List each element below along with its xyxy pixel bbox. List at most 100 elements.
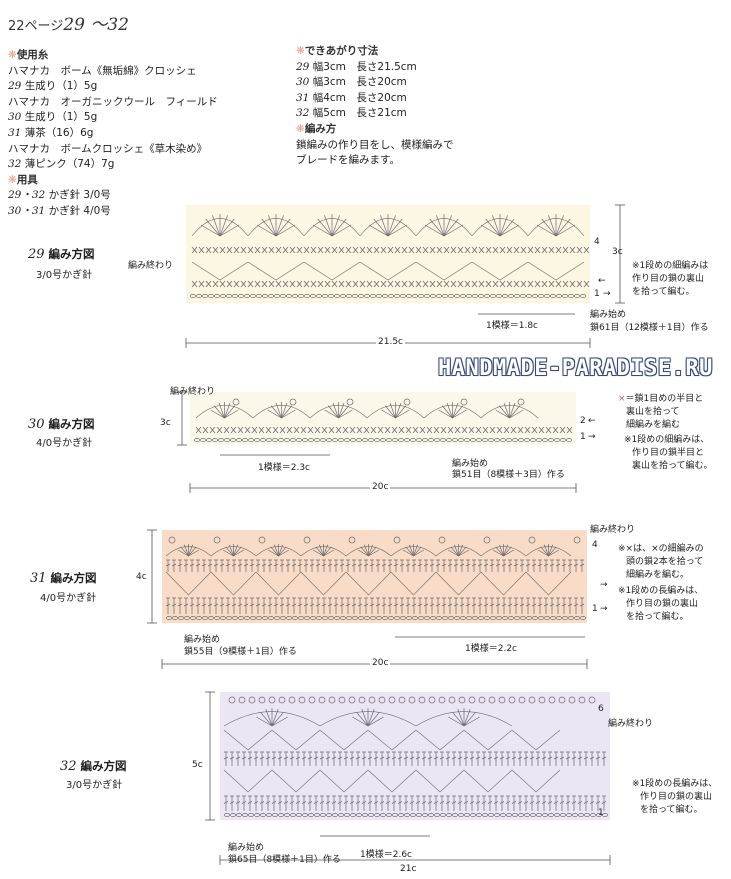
v-chain-line	[223, 769, 273, 793]
chain-stitch	[226, 294, 232, 298]
chain-stitch	[472, 616, 478, 620]
double-crochet-stitch	[529, 751, 535, 766]
chain-stitch	[464, 438, 470, 442]
single-crochet-stitch	[478, 246, 485, 254]
double-crochet-stitch	[495, 597, 501, 614]
single-crochet-stitch	[492, 280, 499, 288]
tool-line: 30・31 かぎ針 4/0号	[8, 204, 111, 217]
single-crochet-stitch	[359, 280, 366, 288]
fan-stitch	[331, 224, 352, 237]
chain-stitch	[436, 616, 442, 620]
chain-stitch	[344, 813, 350, 817]
fan-stitch	[485, 218, 501, 237]
picot-stitch	[328, 696, 336, 704]
single-crochet-stitch	[272, 426, 279, 434]
chain-stitch	[490, 616, 496, 620]
chain-stitch	[394, 294, 400, 298]
tool-line: 29・32 かぎ針 3/0号	[8, 189, 111, 202]
fan-stitch	[275, 215, 284, 237]
chain-arch	[390, 546, 437, 557]
picot-stitch	[548, 696, 556, 704]
diagram-30-background	[190, 392, 576, 445]
single-crochet-stitch	[282, 280, 289, 288]
chain-arch	[423, 405, 482, 419]
double-crochet-stitch	[417, 597, 423, 614]
single-crochet-stitch	[506, 280, 513, 288]
chain-stitch	[392, 813, 398, 817]
fan-stitch	[312, 549, 324, 557]
double-crochet-stitch	[519, 559, 525, 572]
fan-stitch	[405, 546, 414, 557]
single-crochet-stitch	[356, 426, 363, 434]
double-crochet-stitch	[307, 751, 313, 766]
single-crochet-stitch	[408, 280, 415, 288]
fan-stitch	[492, 215, 501, 237]
double-crochet-stitch	[367, 751, 373, 766]
chain-arch	[255, 546, 302, 557]
single-crochet-stitch	[531, 426, 538, 434]
double-crochet-stitch	[357, 597, 363, 614]
single-crochet-stitch	[569, 246, 576, 254]
tools-heading: ❋用具	[8, 173, 38, 186]
double-crochet-stitch	[331, 751, 337, 766]
single-crochet-stitch	[436, 246, 443, 254]
diagram-30-hook: 4/0号かぎ針	[36, 438, 93, 449]
picot-stitch	[408, 696, 416, 704]
chain-stitch	[466, 294, 472, 298]
fan-stitch	[360, 546, 369, 557]
chain-stitch	[242, 813, 248, 817]
chain-stitch	[466, 616, 472, 620]
diagram-29-title: 29 編み方図	[28, 247, 95, 262]
chain-stitch	[458, 813, 464, 817]
double-crochet-stitch	[225, 559, 231, 572]
chain-stitch	[172, 616, 178, 620]
double-crochet-stitch	[261, 559, 267, 572]
double-crochet-stitch	[349, 751, 355, 766]
diagram-30-end-label: 編み終わり	[170, 387, 216, 397]
fan-stitch	[441, 405, 453, 419]
double-crochet-stitch	[505, 795, 511, 811]
chain-stitch	[232, 294, 238, 298]
diagram-29-note: ※1段めの細編みは作り目の鎖の裏山を拾って編む。	[632, 261, 709, 297]
single-crochet-stitch	[198, 280, 205, 288]
double-crochet-stitch	[237, 559, 243, 572]
double-crochet-stitch	[469, 795, 475, 811]
double-crochet-stitch	[457, 751, 463, 766]
single-crochet-stitch	[562, 246, 569, 254]
chain-stitch	[236, 438, 242, 442]
double-crochet-stitch	[507, 597, 513, 614]
fan-stitch	[338, 409, 353, 419]
single-crochet-stitch	[552, 426, 559, 434]
single-crochet-stitch	[296, 280, 303, 288]
chain-stitch	[584, 813, 590, 817]
chain-stitch	[494, 438, 500, 442]
double-crochet-stitch	[517, 751, 523, 766]
chain-stitch	[410, 438, 416, 442]
double-crochet-stitch	[445, 751, 451, 766]
single-crochet-stitch	[555, 246, 562, 254]
chain-stitch	[380, 438, 386, 442]
diagram-31-title: 31 編み方図	[30, 571, 97, 586]
chain-stitch	[244, 616, 250, 620]
chain-stitch	[368, 438, 374, 442]
v-chain-line	[359, 261, 417, 281]
double-crochet-stitch	[423, 559, 429, 572]
chain-stitch	[310, 616, 316, 620]
double-crochet-stitch	[247, 795, 253, 811]
chain-stitch	[524, 813, 530, 817]
diagram-29-height: 3c	[612, 247, 623, 257]
chain-stitch	[194, 438, 200, 442]
single-crochet-stitch	[485, 280, 492, 288]
fan-stitch	[275, 218, 291, 237]
double-crochet-stitch	[537, 597, 543, 614]
chain-stitch	[328, 616, 334, 620]
single-crochet-stitch	[468, 426, 475, 434]
chain-stitch	[562, 294, 568, 298]
fan-stitch	[503, 546, 512, 557]
v-chain-line	[390, 571, 437, 596]
single-crochet-stitch	[219, 246, 226, 254]
fan-stitch	[402, 549, 414, 557]
double-crochet-stitch	[249, 559, 255, 572]
single-crochet-stitch	[345, 280, 352, 288]
single-crochet-stitch	[216, 426, 223, 434]
